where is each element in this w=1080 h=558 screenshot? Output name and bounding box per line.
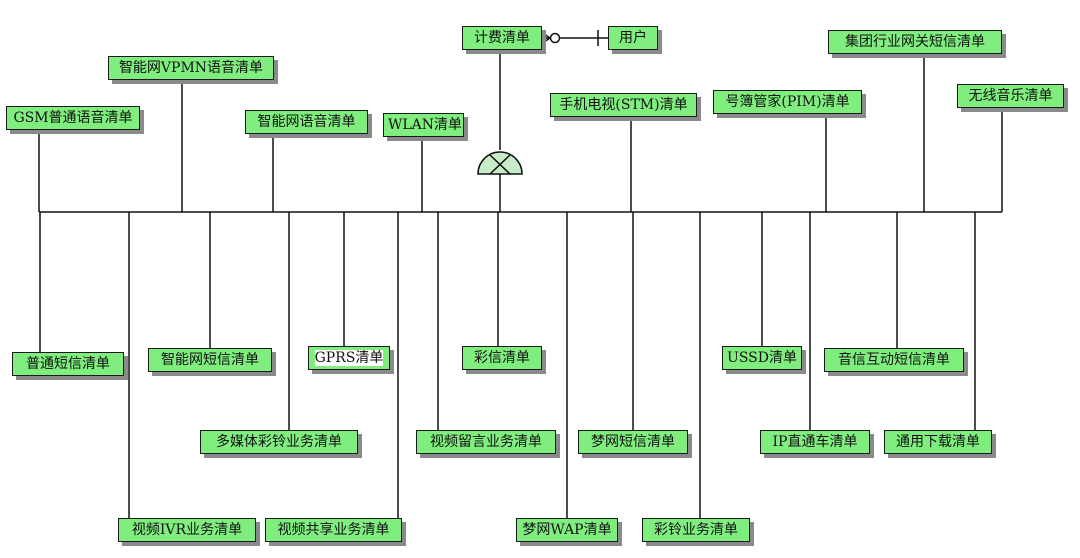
optional-circle-icon (549, 32, 561, 44)
entity-top[interactable]: 智能网语音清单 (245, 110, 368, 134)
exclusive-gate-icon (477, 151, 523, 175)
entity-top[interactable]: GSM普通语音清单 (6, 106, 140, 130)
entity-user[interactable]: 用户 (608, 26, 658, 50)
entity-bottom[interactable]: IP直通车清单 (760, 430, 870, 454)
entity-bottom[interactable]: 梦网短信清单 (578, 430, 688, 454)
entity-bottom[interactable]: 彩铃业务清单 (642, 518, 750, 542)
entity-bottom[interactable]: 普通短信清单 (12, 352, 124, 376)
entity-top[interactable]: WLAN清单 (383, 113, 464, 137)
entity-billing[interactable]: 计费清单 (462, 26, 542, 50)
entity-bottom[interactable]: 视频留言业务清单 (416, 430, 556, 454)
entity-top[interactable]: 智能网VPMN语音清单 (108, 56, 274, 80)
entity-bottom[interactable]: 视频共享业务清单 (265, 518, 402, 542)
entity-top[interactable]: 集团行业网关短信清单 (828, 30, 1002, 54)
entity-bottom[interactable]: GPRS清单 (308, 346, 390, 370)
entity-top[interactable]: 号簿管家(PIM)清单 (713, 90, 862, 114)
entity-bottom[interactable]: 多媒体彩铃业务清单 (200, 430, 358, 454)
entity-bottom[interactable]: 音信互动短信清单 (824, 348, 964, 372)
entity-label: GPRS清单 (314, 350, 384, 366)
entity-bottom[interactable]: 通用下载清单 (884, 430, 992, 454)
entity-top[interactable]: 手机电视(STM)清单 (550, 93, 697, 117)
entity-bottom[interactable]: 梦网WAP清单 (516, 518, 618, 542)
entity-bottom[interactable]: 智能网短信清单 (148, 348, 272, 372)
entity-bottom[interactable]: 视频IVR业务清单 (118, 518, 256, 542)
entity-top[interactable]: 无线音乐清单 (957, 84, 1064, 108)
entity-bottom[interactable]: USSD清单 (722, 346, 802, 370)
entity-bottom[interactable]: 彩信清单 (462, 346, 542, 370)
